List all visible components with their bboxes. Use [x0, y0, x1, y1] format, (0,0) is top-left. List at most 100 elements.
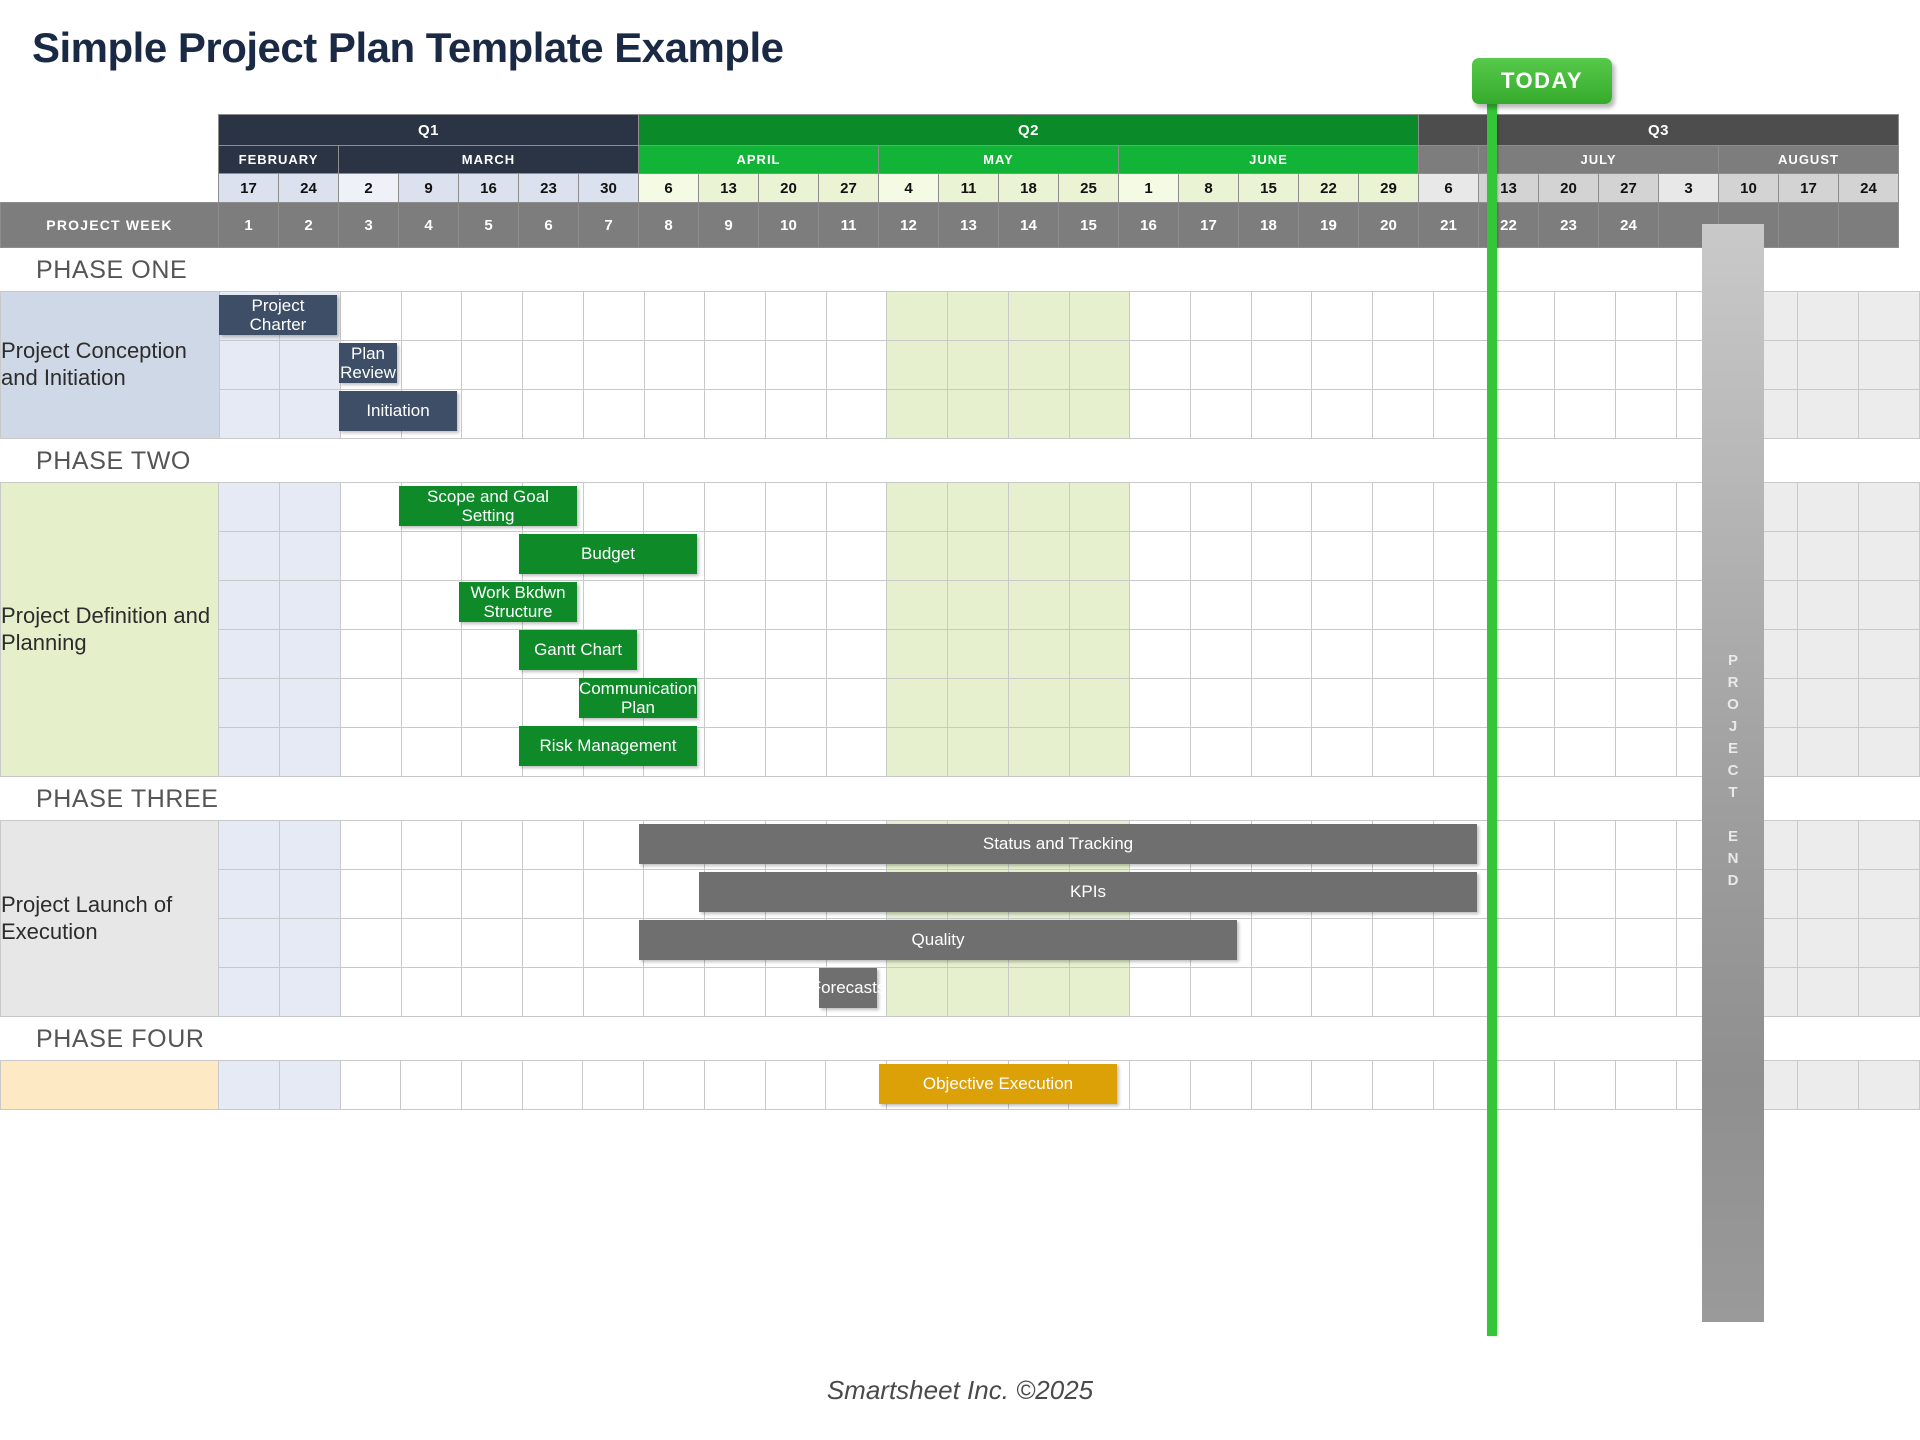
grid-cell-w23	[1554, 629, 1616, 679]
task-bar-plan-review[interactable]: Plan Review	[339, 343, 397, 383]
project-week-cell-9: 9	[698, 202, 759, 248]
grid-cell-w22	[1493, 678, 1556, 728]
task-bar-objective-execution[interactable]: Objective Execution	[879, 1064, 1117, 1104]
grid-cell-w22	[1493, 389, 1556, 439]
grid-cell-w2	[278, 1060, 341, 1110]
grid-cell-w15	[1068, 340, 1131, 390]
grid-cell-w23	[1554, 340, 1617, 390]
grid-cell-w7	[582, 389, 645, 439]
grid-cell-w23	[1554, 389, 1617, 439]
task-bar-kpis[interactable]: KPIs	[699, 872, 1477, 912]
task-row: Project Conception and Initiation	[0, 291, 1920, 439]
grid-cell-w4	[400, 340, 463, 390]
grid-cell-w28	[1857, 678, 1920, 728]
grid-cell-w3	[339, 869, 402, 919]
grid-cell-w4	[400, 869, 463, 919]
grid-cell-w16	[1129, 531, 1191, 581]
phase-block-4: Objective Execution	[0, 1060, 1920, 1110]
grid-cell-w17	[1190, 291, 1252, 341]
grid-cell-w28	[1857, 291, 1920, 341]
task-bar-scope-and-goal-setting[interactable]: Scope and Goal Setting	[399, 486, 577, 526]
grid-cell-w26	[1736, 340, 1799, 390]
grid-cell-w19	[1311, 1060, 1374, 1110]
grid-cell-w14	[1007, 678, 1070, 728]
grid-cell-w4	[400, 629, 463, 679]
task-bar-work-bkdwn-structure[interactable]: Work Bkdwn Structure	[459, 582, 577, 622]
grid-cell-w15	[1068, 531, 1131, 581]
project-week-cell-24: 24	[1598, 202, 1659, 248]
grid-cell-w18	[1250, 1060, 1313, 1110]
grid-cell-w13	[947, 482, 1009, 532]
date-cell-14: 18	[998, 173, 1059, 203]
grid-cell-w20	[1372, 678, 1434, 728]
task-bar-forecasts[interactable]: Forecasts	[811, 968, 885, 1008]
task-bar-gantt-chart[interactable]: Gantt Chart	[519, 630, 637, 670]
grid-cell-w3	[339, 1060, 402, 1110]
project-week-cell-13: 13	[938, 202, 999, 248]
grid-cell-w6	[522, 389, 584, 439]
grid-cell-w10	[764, 389, 827, 439]
grid-cell-w14	[1007, 291, 1070, 341]
grid-cell-w15	[1068, 291, 1131, 341]
grid-cell-w14	[1007, 389, 1070, 439]
grid-cell-w26	[1736, 531, 1799, 581]
task-bar-budget[interactable]: Budget	[519, 534, 697, 574]
grid-cell-w18	[1250, 389, 1313, 439]
grid-cell-w3	[339, 820, 402, 870]
grid-cell-w18	[1250, 967, 1313, 1017]
grid-cell-w25	[1675, 967, 1738, 1017]
grid-cell-w22	[1493, 291, 1556, 341]
date-cell-25: 3	[1658, 173, 1719, 203]
grid-cell-w3	[339, 678, 402, 728]
task-bar-initiation[interactable]: Initiation	[339, 391, 457, 431]
grid-cell-w24	[1615, 389, 1677, 439]
grid-cell-w9	[703, 1060, 766, 1110]
task-bar-status-and-tracking[interactable]: Status and Tracking	[639, 824, 1477, 864]
grid-cell-w8	[643, 1060, 705, 1110]
task-bar-risk-management[interactable]: Risk Management	[519, 726, 697, 766]
grid-cell-w19	[1311, 629, 1374, 679]
grid-cell-w23	[1554, 1060, 1616, 1110]
grid-cell-w1	[218, 678, 281, 728]
grid-cell-w24	[1614, 1060, 1677, 1110]
grid-cell-w16	[1129, 678, 1191, 728]
phase-heading-2: PHASE TWO	[0, 439, 1920, 482]
grid-cell-w1	[218, 1060, 280, 1110]
grid-cell-w14	[1007, 629, 1070, 679]
grid-cell-w16	[1129, 291, 1192, 341]
grid-cell-w11	[825, 629, 888, 679]
grid-cell-w28	[1857, 340, 1920, 390]
grid-cell-w27	[1797, 389, 1859, 439]
grid-cell-w7	[582, 340, 645, 390]
date-cell-27: 17	[1778, 173, 1839, 203]
grid-cell-w18	[1250, 482, 1313, 532]
grid-cell-w7	[582, 869, 645, 919]
date-cell-20: 29	[1358, 173, 1419, 203]
grid-cell-w1	[218, 482, 281, 532]
grid-cell-w25	[1675, 340, 1738, 390]
grid-cell-w1	[218, 580, 281, 630]
grid-cell-w6	[522, 340, 584, 390]
task-bar-quality[interactable]: Quality	[639, 920, 1237, 960]
task-bar-communication-plan[interactable]: Communication Plan	[578, 678, 698, 718]
grid-cell-w26	[1736, 580, 1799, 630]
grid-cell-w12	[886, 482, 949, 532]
grid-cell-w9	[704, 727, 766, 777]
grid-cell-w24	[1614, 967, 1677, 1017]
grid-cell-w27	[1797, 869, 1859, 919]
grid-cell-w6	[522, 967, 584, 1017]
date-cell-11: 27	[818, 173, 879, 203]
grid-cell-w26	[1736, 918, 1799, 968]
grid-cell-w11	[825, 531, 888, 581]
grid-cell-w17	[1189, 727, 1252, 777]
grid-cell-w6	[521, 1060, 584, 1110]
grid-cell-w19	[1311, 531, 1374, 581]
grid-cell-w26	[1736, 869, 1799, 919]
grid-cell-w11	[825, 389, 888, 439]
grid-cell-w20	[1372, 340, 1434, 390]
grid-cell-w19	[1311, 340, 1374, 390]
grid-cell-w28	[1857, 869, 1920, 919]
grid-cell-w4	[400, 820, 463, 870]
task-bar-project-charter[interactable]: Project Charter	[219, 295, 337, 335]
